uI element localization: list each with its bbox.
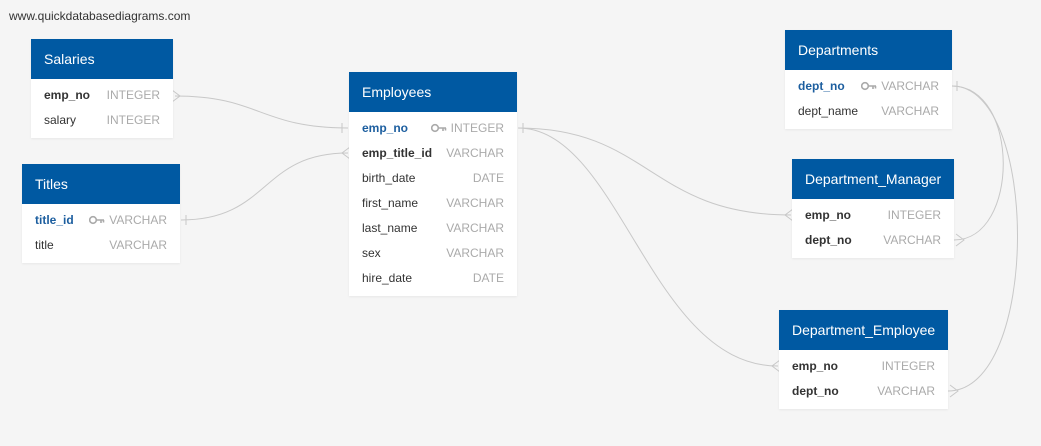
table-title: Employees (349, 72, 517, 112)
column-name: emp_title_id (362, 146, 433, 160)
column-row[interactable]: salary INTEGER (31, 108, 173, 133)
column-type: INTEGER (881, 359, 935, 373)
column-row[interactable]: dept_no VARCHAR (785, 74, 952, 99)
column-row[interactable]: last_name VARCHAR (349, 216, 517, 241)
column-name: first_name (362, 196, 419, 210)
table-salaries[interactable]: Salaries emp_no INTEGER salary INTEGER (31, 39, 173, 138)
column-name: title_id (35, 213, 74, 227)
table-department-employee[interactable]: Department_Employee emp_no INTEGER dept_… (779, 310, 948, 409)
link-departments-deptmanager (951, 85, 1004, 241)
column-type: INTEGER (106, 113, 160, 127)
table-employees[interactable]: Employees emp_no INTEGER emp_title_id VA… (349, 72, 517, 296)
column-type: VARCHAR (446, 221, 504, 235)
column-type: VARCHAR (877, 384, 935, 398)
column-type: INTEGER (106, 88, 160, 102)
column-type: VARCHAR (881, 104, 939, 118)
link-employees-deptemployee (517, 127, 779, 367)
column-name: hire_date (362, 271, 413, 285)
table-title: Departments (785, 30, 952, 70)
column-type: VARCHAR (446, 246, 504, 260)
table-title: Titles (22, 164, 180, 204)
column-type: DATE (472, 271, 504, 285)
column-row[interactable]: emp_title_id VARCHAR (349, 141, 517, 166)
link-employees-deptmanager (517, 127, 792, 216)
key-icon (430, 116, 447, 141)
column-row[interactable]: emp_no INTEGER (779, 354, 948, 379)
column-name: dept_name (798, 104, 859, 118)
column-type: VARCHAR (881, 79, 939, 93)
column-row[interactable]: dept_no VARCHAR (779, 379, 948, 404)
column-row[interactable]: dept_name VARCHAR (785, 99, 952, 124)
column-name: salary (44, 113, 77, 127)
link-salaries-employees (174, 95, 349, 129)
column-name: sex (362, 246, 381, 260)
column-row[interactable]: birth_date DATE (349, 166, 517, 191)
column-name: last_name (362, 221, 418, 235)
column-name: emp_no (362, 121, 409, 135)
column-name: dept_no (805, 233, 852, 247)
column-name: emp_no (44, 88, 91, 102)
column-name: birth_date (362, 171, 416, 185)
column-type: VARCHAR (446, 196, 504, 210)
table-title: Salaries (31, 39, 173, 79)
table-departments[interactable]: Departments dept_no VARCHAR dept_name VA… (785, 30, 952, 129)
column-row[interactable]: dept_no VARCHAR (792, 228, 954, 253)
column-row[interactable]: emp_no INTEGER (349, 116, 517, 141)
link-departments-deptemployee (947, 85, 1018, 392)
column-type: INTEGER (450, 121, 504, 135)
column-row[interactable]: first_name VARCHAR (349, 191, 517, 216)
column-row[interactable]: emp_no INTEGER (792, 203, 954, 228)
column-type: VARCHAR (883, 233, 941, 247)
column-name: dept_no (792, 384, 839, 398)
column-type: INTEGER (887, 208, 941, 222)
key-icon (860, 74, 877, 99)
column-name: emp_no (792, 359, 839, 373)
column-row[interactable]: title_id VARCHAR (22, 208, 180, 233)
column-type: DATE (472, 171, 504, 185)
column-row[interactable]: emp_no INTEGER (31, 83, 173, 108)
column-row[interactable]: sex VARCHAR (349, 241, 517, 266)
table-titles[interactable]: Titles title_id VARCHAR title VARCHAR (22, 164, 180, 263)
column-row[interactable]: hire_date DATE (349, 266, 517, 291)
column-type: VARCHAR (446, 146, 504, 160)
column-type: VARCHAR (109, 213, 167, 227)
table-title: Department_Manager (792, 159, 954, 199)
key-icon (88, 208, 105, 233)
table-title: Department_Employee (779, 310, 948, 350)
column-name: dept_no (798, 79, 845, 93)
column-name: title (35, 238, 54, 252)
column-type: VARCHAR (109, 238, 167, 252)
link-titles-employees (180, 152, 349, 221)
table-department-manager[interactable]: Department_Manager emp_no INTEGER dept_n… (792, 159, 954, 258)
column-name: emp_no (805, 208, 852, 222)
watermark: www.quickdatabasediagrams.com (9, 9, 191, 23)
column-row[interactable]: title VARCHAR (22, 233, 180, 258)
